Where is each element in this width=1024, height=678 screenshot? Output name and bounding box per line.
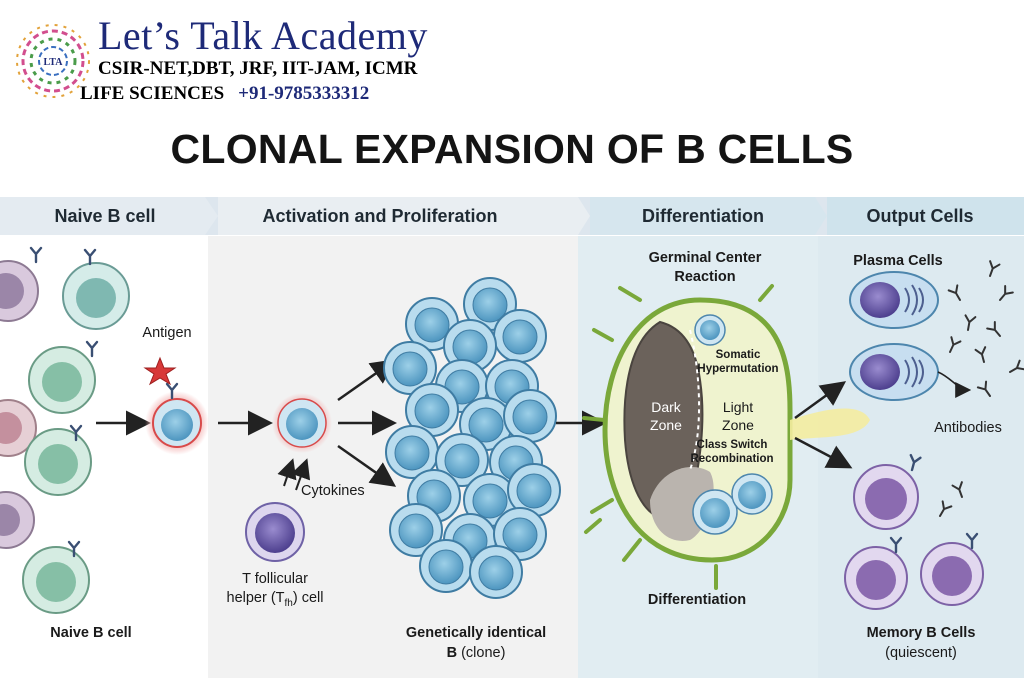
subject: LIFE SCIENCES [80, 83, 225, 104]
dark-zone-line1: Dark [651, 399, 682, 415]
clone-b-cell-nucleus [502, 319, 538, 355]
clone-b-cell-nucleus [472, 287, 508, 323]
light-zone-line1: Light [723, 399, 753, 415]
antigen-bound-b-cell [143, 356, 209, 455]
gc-label-line1: Germinal Center [649, 250, 762, 266]
memory-cells [844, 453, 984, 610]
clone-b-cell-nucleus [444, 443, 480, 479]
clone-b-cell-nucleus [452, 329, 488, 365]
clone-b-cell-nucleus [414, 307, 450, 343]
stage-activation: Activation and Proliferation [262, 206, 497, 226]
clone-b-cell-nucleus [428, 549, 464, 585]
clone-label-line2: B (clone) [447, 645, 506, 661]
differentiation-bottom-label: Differentiation [648, 592, 746, 608]
arrow-to-memory [794, 436, 853, 469]
clone-b-cell-nucleus [516, 473, 552, 509]
clone-b-cell-nucleus [468, 407, 504, 443]
somatic-line2: Hypermutation [697, 363, 778, 375]
phone-number: +91-9785333312 [238, 83, 370, 104]
clone-b-cell-nucleus [414, 393, 450, 429]
clone-b-cell-nucleus [392, 351, 428, 387]
clone-label-line1: Genetically identical [406, 625, 546, 641]
arrow-to-plasma [794, 381, 847, 420]
plasma-label: Plasma Cells [853, 253, 942, 269]
antigen-star-icon [143, 356, 177, 386]
clone-b-cell-nucleus [502, 517, 538, 553]
clone-cluster [383, 277, 561, 599]
gc-label-line2: Reaction [674, 269, 735, 285]
somatic-line1: Somatic [716, 349, 761, 361]
stage-naive: Naive B cell [54, 206, 155, 226]
clone-b-cell-nucleus [398, 513, 434, 549]
naive-cell-label: Naive B cell [50, 625, 131, 641]
naive-cell-group [0, 246, 130, 614]
subject-line: LIFE SCIENCES +91-9785333312 [80, 83, 369, 105]
clone-b-cell-nucleus [472, 483, 508, 519]
logo-text: LTA [44, 57, 64, 68]
tfh-label-line2: helper (Tfh) cell [227, 590, 324, 609]
memory-label: Memory B Cells [867, 625, 976, 641]
class-switch-line1: Class Switch [697, 439, 768, 451]
clone-b-cell-nucleus [394, 435, 430, 471]
academy-logo: LTA [16, 24, 90, 98]
quiescent-label: (quiescent) [885, 645, 957, 661]
plasma-cells [849, 271, 972, 401]
tfh-cell [245, 502, 305, 562]
stage-differentiation: Differentiation [642, 206, 764, 226]
stage-output: Output Cells [867, 206, 974, 226]
clone-b-cell-nucleus [478, 555, 514, 591]
dna-wreath-icon [16, 24, 90, 98]
page-title: CLONAL EXPANSION OF B CELLS [170, 126, 854, 172]
tfh-label-line1: T follicular [242, 571, 308, 587]
stage-header-band [0, 197, 1024, 235]
academy-name: Let’s Talk Academy [98, 13, 428, 58]
antibodies-label: Antibodies [934, 420, 1002, 436]
proliferating-b-cell [272, 393, 332, 453]
germinal-center [582, 284, 870, 590]
antigen-label: Antigen [142, 325, 191, 341]
cytokines-label: Cytokines [301, 483, 365, 499]
class-switch-line2: Recombination [690, 453, 773, 465]
dark-zone-line2: Zone [650, 417, 682, 433]
light-zone-line2: Zone [722, 417, 754, 433]
clone-b-cell-nucleus [512, 399, 548, 435]
exam-list: CSIR-NET,DBT, JRF, IIT-JAM, ICMR [98, 58, 418, 79]
